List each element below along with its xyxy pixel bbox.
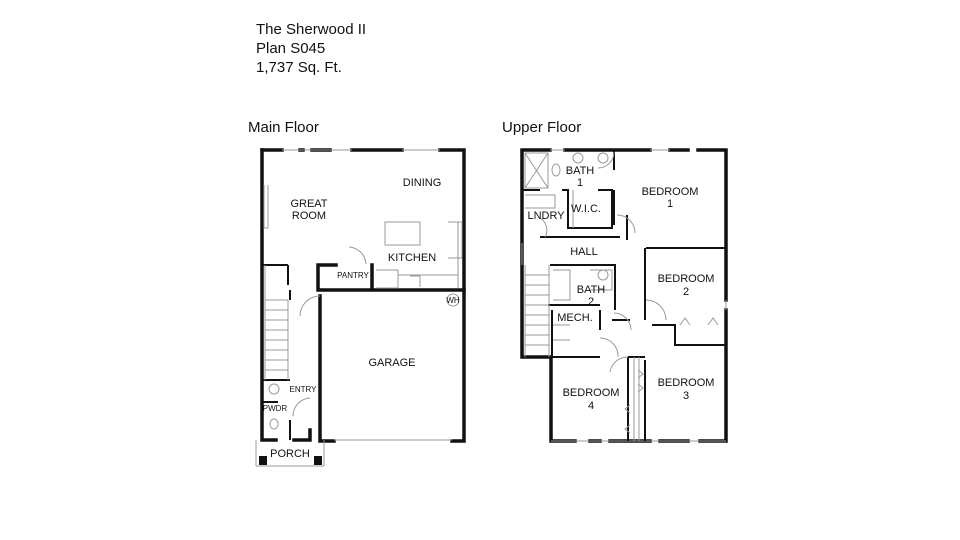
main-floor-plan (255, 148, 466, 467)
main-floor-title: Main Floor (248, 119, 319, 136)
room-label-bath-2: BATH (577, 284, 606, 296)
plan-number: Plan S045 (256, 40, 326, 57)
room-label-bedroom-1-num: 1 (667, 198, 673, 210)
water-heater-label: WH (446, 296, 460, 305)
room-label-dining: DINING (403, 177, 442, 189)
room-label-great-room: GREAT (290, 198, 327, 210)
room-label-bath-1: BATH (566, 165, 595, 177)
room-label-bedroom-2-num: 2 (683, 286, 689, 298)
room-label-bedroom-3-num: 3 (683, 390, 689, 402)
room-label-pantry: PANTRY (337, 271, 369, 280)
upper-floor-title: Upper Floor (502, 119, 582, 136)
room-label-great-room-2: ROOM (292, 210, 326, 222)
plan-name: The Sherwood II (256, 21, 367, 38)
plan-area: 1,737 Sq. Ft. (256, 59, 342, 76)
room-label-wic: W.I.C. (571, 203, 601, 215)
room-label-entry: ENTRY (290, 385, 318, 394)
upper-floor-plan (520, 148, 728, 443)
room-label-laundry: LNDRY (527, 210, 565, 222)
room-label-bath-1-num: 1 (577, 177, 583, 189)
room-label-mech: MECH. (557, 312, 592, 324)
room-label-bath-2-num: 2 (588, 296, 594, 308)
room-label-kitchen: KITCHEN (388, 252, 436, 264)
room-label-bedroom-1: BEDROOM (642, 186, 699, 198)
room-label-porch: PORCH (270, 448, 310, 460)
room-label-pwdr: PWDR (263, 404, 288, 413)
room-label-bedroom-2: BEDROOM (658, 273, 715, 285)
room-label-hall: HALL (570, 246, 598, 258)
room-label-bedroom-4: BEDROOM (563, 387, 620, 399)
room-label-garage: GARAGE (368, 357, 415, 369)
plan-header: The Sherwood II Plan S045 1,737 Sq. Ft. (256, 20, 366, 77)
room-label-bedroom-3: BEDROOM (658, 377, 715, 389)
room-label-bedroom-4-num: 4 (588, 400, 594, 412)
